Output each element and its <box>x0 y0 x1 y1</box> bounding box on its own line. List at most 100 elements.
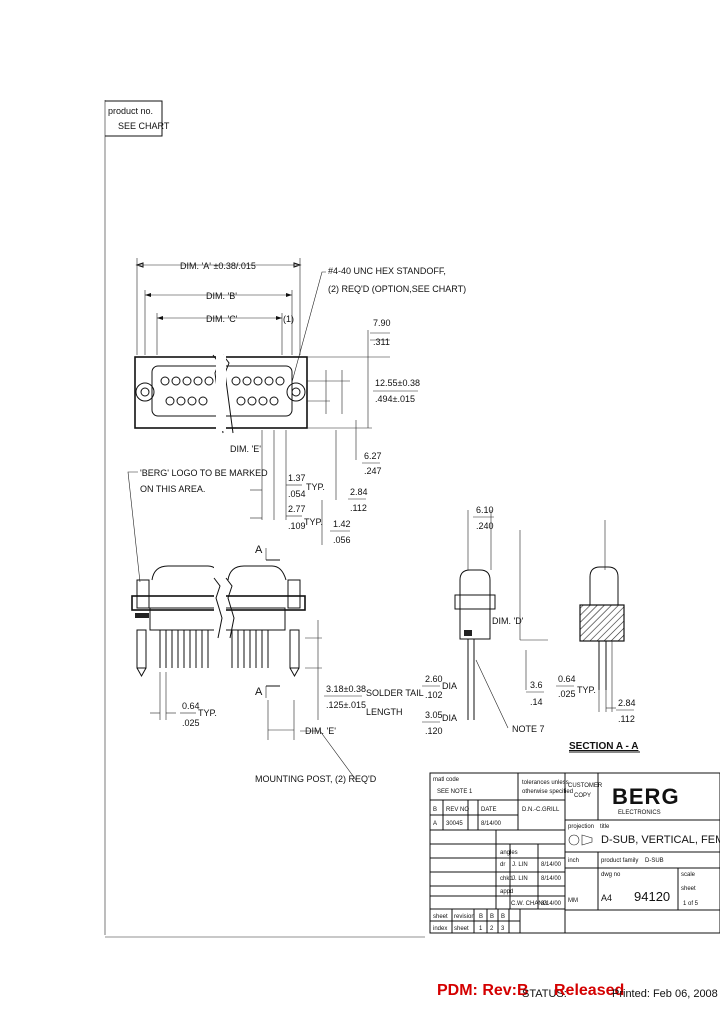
tb-rev-3: B <box>501 914 505 920</box>
side-w-in: .240 <box>476 521 494 531</box>
sec-s1-typ: TYP. <box>577 685 596 695</box>
tb-sheet-value: 1 of 5 <box>683 901 699 907</box>
tb-sheet-hdr: sheet <box>454 926 469 932</box>
section-a-a: 0.64 .025 TYP. 2.84 .112 SECTION A - A <box>556 520 640 753</box>
tb-row-1-c0: A <box>433 821 437 827</box>
section-a-top: A <box>255 544 263 556</box>
product-no-value: SEE CHART <box>118 121 170 131</box>
height-4-in: .112 <box>350 503 367 513</box>
tb-family-value: D-SUB <box>645 858 664 864</box>
tb-mm: MM <box>568 898 578 904</box>
pitch-2-typ: TYP. <box>304 517 323 527</box>
tb-row-0-c2: DATE <box>481 807 497 813</box>
tb-rev-2: B <box>490 914 494 920</box>
sec-s2-in: .112 <box>618 714 635 724</box>
section-a-bottom: A <box>255 686 263 698</box>
note-7-label: NOTE 7 <box>512 724 545 734</box>
pitch-in: .025 <box>182 718 200 728</box>
side-d2-dia: DIA <box>442 713 457 723</box>
height-3-mm: 6.27 <box>364 451 382 461</box>
tb-inch: inch <box>568 858 579 864</box>
tb-appd: appd <box>500 889 513 895</box>
section-title: SECTION A - A <box>569 741 638 752</box>
tb-angles: angles <box>500 850 518 856</box>
tb-scale-label: scale <box>681 872 696 878</box>
height-4-mm: 2.84 <box>350 487 368 497</box>
tb-row-1-c1: 30045 <box>446 821 463 827</box>
tb-sheet-label: sheet <box>681 886 696 892</box>
contact-row-1 <box>160 376 285 386</box>
side-t-in: .14 <box>530 697 543 707</box>
pitch-2-in: .109 <box>288 521 306 531</box>
side-w-mm: 6.10 <box>476 505 494 515</box>
side-d2-mm: 3.05 <box>425 710 443 720</box>
sec-s2-mm: 2.84 <box>618 698 636 708</box>
dim-c-label: DIM. 'C' <box>206 314 238 324</box>
tb-idx-1: 1 <box>479 926 483 932</box>
pitch-mm: 0.64 <box>182 701 200 711</box>
tb-revision-row: revision <box>454 914 475 920</box>
contact-row-2 <box>165 396 279 406</box>
pitch-1-mm: 1.37 <box>288 473 306 483</box>
tb-size: A4 <box>601 893 612 903</box>
tb-tolerances: tolerances unless <box>522 780 569 786</box>
height-3-in: .247 <box>364 466 382 476</box>
tail-label-2: LENGTH <box>366 707 403 717</box>
product-no-label: product no. <box>108 106 153 116</box>
tb-see-note: SEE NOTE 1 <box>437 789 473 795</box>
tb-row-0-c0: B <box>433 807 437 813</box>
standoff-note-2: (2) REQ'D (OPTION,SEE CHART) <box>328 284 466 294</box>
tb-copy: COPY <box>574 793 591 799</box>
tb-dr-by: J. LIN <box>512 862 528 868</box>
height-1-mm: 7.90 <box>373 318 391 328</box>
tb-ck-date: 8/14/00 <box>541 876 562 882</box>
standoff-note-1: #4-40 UNC HEX STANDOFF, <box>328 266 446 276</box>
dim-d-label: DIM. 'D' <box>492 616 524 626</box>
tb-row-1-c2: 8/14/00 <box>481 821 502 827</box>
sec-s1-mm: 0.64 <box>558 674 576 684</box>
pitch-1-typ: TYP. <box>306 482 325 492</box>
status-value: Released <box>554 982 625 999</box>
tb-family-label: product family <box>601 858 638 864</box>
tb-idx-3: 3 <box>501 926 505 932</box>
dim-e-bottom: DIM. 'E' <box>305 726 336 736</box>
tb-dr: dr <box>500 862 505 868</box>
pitch-2-mm: 2.77 <box>288 504 306 514</box>
tb-matl-code: matl code <box>433 777 460 783</box>
tb-ap-by: C.W. CHANG <box>511 901 548 907</box>
side-d1-dia: DIA <box>442 681 457 691</box>
side-d2-in: .120 <box>425 726 443 736</box>
pitch-3-mm: 1.42 <box>333 519 351 529</box>
tb-rev-1: B <box>479 914 483 920</box>
tb-logo-main: BERG <box>612 784 680 809</box>
tail-label-1: SOLDER TAIL <box>366 688 424 698</box>
pitch-3-in: .056 <box>333 535 351 545</box>
dim-e-label: DIM. 'E' <box>230 444 261 454</box>
tb-row-1-c3: D.N.-C.GRILL <box>522 807 560 813</box>
printed-date: Printed: Feb 06, 2008 <box>612 988 718 1000</box>
tb-idx-2: 2 <box>490 926 494 932</box>
tb-row-0-c1: REV NO <box>446 807 469 813</box>
side-t-mm: 3.6 <box>530 680 543 690</box>
tb-title: D-SUB, VERTICAL, FEMALE <box>601 834 720 846</box>
dim-c-ref: (1) <box>283 314 294 324</box>
pdm-revision: PDM: Rev:B <box>437 982 529 999</box>
status-label: STATUS: <box>522 988 567 1000</box>
tb-dwg-no: 94120 <box>634 889 670 904</box>
tb-sheet-row: sheet <box>433 914 448 920</box>
side-d1-mm: 2.60 <box>425 674 443 684</box>
height-2-mm: 12.55±0.38 <box>375 378 420 388</box>
solder-tails <box>159 630 269 668</box>
tb-projection: projection <box>568 824 594 830</box>
tb-dr-date: 8/14/00 <box>541 862 562 868</box>
side-view: 6.10 .240 DIM. 'D' 2.60 .102 DIA 3.05 .1… <box>422 505 548 736</box>
dim-a-label: DIM. 'A' ±0.38/.015 <box>180 261 256 271</box>
mounting-post-label: MOUNTING POST, (2) REQ'D <box>255 774 377 784</box>
tb-ap-date: 8/14/00 <box>541 901 562 907</box>
dim-b-label: DIM. 'B' <box>206 291 237 301</box>
title-block: matl code SEE NOTE 1 tolerances unless o… <box>429 772 720 934</box>
tb-otherwise: otherwise specified <box>522 789 573 795</box>
sec-s1-in: .025 <box>558 689 576 699</box>
tb-index-row: index <box>433 926 447 932</box>
